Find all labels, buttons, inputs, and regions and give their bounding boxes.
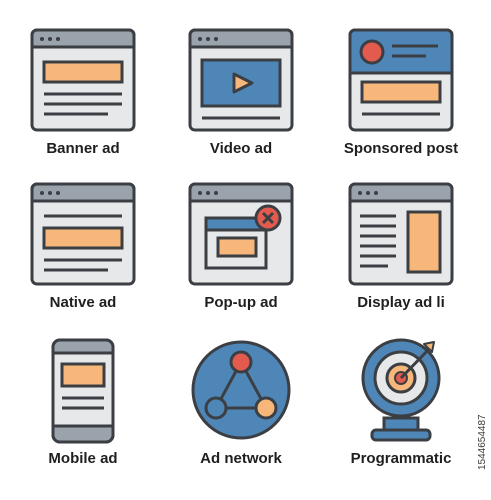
banner-ad-icon: [30, 28, 136, 132]
native-ad-tile: Native ad: [8, 176, 158, 336]
native-ad-icon: [30, 182, 136, 286]
programmatic-tile: Programmatic: [326, 332, 476, 492]
sponsored-post-icon: [348, 28, 454, 132]
programmatic-label: Programmatic: [350, 450, 452, 467]
banner-ad-label: Banner ad: [46, 140, 120, 157]
ad-network-tile: Ad network: [166, 332, 316, 492]
mobile-ad-tile: Mobile ad: [8, 332, 158, 492]
banner-ad-tile: Banner ad: [8, 22, 158, 182]
mobile-ad-icon: [51, 338, 115, 444]
popup-ad-tile: Pop-up ad: [166, 176, 316, 336]
sponsored-post-label: Sponsored post: [343, 140, 459, 157]
sponsored-post-tile: Sponsored post: [326, 22, 476, 182]
display-ad-icon: [348, 182, 454, 286]
video-ad-icon: [188, 28, 294, 132]
ad-network-icon: [191, 340, 291, 440]
video-ad-label: Video ad: [209, 140, 273, 157]
popup-ad-icon: [188, 182, 294, 286]
popup-ad-label: Pop-up ad: [204, 294, 278, 311]
programmatic-icon: [361, 338, 441, 442]
ad-network-label: Ad network: [200, 450, 282, 467]
video-ad-tile: Video ad: [166, 22, 316, 182]
native-ad-label: Native ad: [49, 294, 117, 311]
mobile-ad-label: Mobile ad: [48, 450, 118, 467]
stock-id-watermark: 1544654487: [477, 414, 488, 470]
display-ad-label: Display ad li: [357, 294, 445, 311]
display-ad-tile: Display ad li: [326, 176, 476, 336]
